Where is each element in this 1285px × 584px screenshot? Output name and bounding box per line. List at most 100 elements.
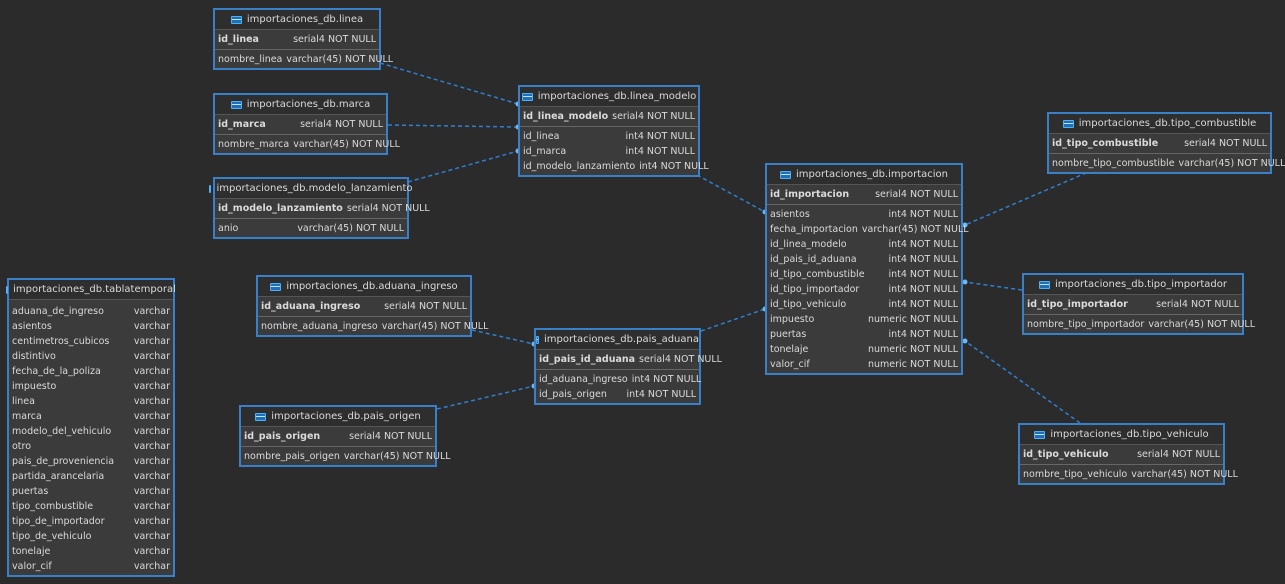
relation-linea-modelo-to-importacion[interactable]	[696, 174, 766, 213]
table-header[interactable]: importaciones_db.pais_aduana	[536, 330, 699, 350]
relation-tipo-combustible-to-importacion[interactable]	[964, 169, 1094, 226]
table-header[interactable]: importaciones_db.tipo_combustible	[1049, 114, 1270, 134]
field-type: varchar	[133, 381, 170, 392]
table-tablatemporal[interactable]: importaciones_db.tablatemporal aduana_de_…	[6, 278, 176, 577]
table-header[interactable]: importaciones_db.pais_origen	[241, 407, 435, 427]
field-name: asientos	[12, 321, 52, 332]
field-type: int4 NOT NULL	[625, 146, 695, 157]
table-modelo-lanzamiento[interactable]: importaciones_db.modelo_lanzamiento id_mo…	[209, 177, 430, 239]
field-name: id_linea_modelo	[770, 239, 847, 250]
table-header[interactable]: importaciones_db.aduana_ingreso	[258, 277, 470, 297]
table-aduana-ingreso[interactable]: importaciones_db.aduana_ingreso id_aduana…	[256, 275, 488, 337]
table-pais-aduana[interactable]: importaciones_db.pais_aduana id_pais_id_a…	[534, 328, 722, 405]
table-header[interactable]: importaciones_db.marca	[215, 95, 386, 115]
table-title: importaciones_db.marca	[246, 99, 371, 110]
relation-linea-to-linea-modelo[interactable]	[379, 62, 519, 105]
table-tipo-combustible[interactable]: importaciones_db.tipo_combustible id_tipo…	[1047, 112, 1285, 174]
table-header[interactable]: importaciones_db.importacion	[767, 165, 961, 185]
table-importacion[interactable]: importaciones_db.importacion id_importaci…	[765, 163, 969, 375]
relation-pais-aduana-to-importacion[interactable]	[700, 308, 766, 332]
relation-pais-origen-to-pais-aduana[interactable]	[436, 385, 535, 410]
table-header[interactable]: importaciones_db.linea_modelo	[520, 87, 698, 107]
relation-modelo-lanzamiento-to-linea-modelo[interactable]	[407, 150, 519, 183]
table-tipo-importador[interactable]: importaciones_db.tipo_importador id_tipo_…	[1022, 273, 1255, 335]
table-linea-modelo[interactable]: importaciones_db.linea_modelo id_linea_mo…	[518, 85, 709, 177]
field-type: serial4 NOT NULL	[300, 119, 383, 130]
field-name: id_tipo_combustible	[770, 269, 865, 280]
table-title: importaciones_db.aduana_ingreso	[286, 281, 458, 292]
relation-marca-to-linea-modelo[interactable]	[387, 124, 519, 128]
relation-tipo-vehiculo-to-importacion[interactable]	[964, 340, 1081, 424]
table-header[interactable]: importaciones_db.tipo_vehiculo	[1020, 425, 1223, 445]
table-pais-origen[interactable]: importaciones_db.pais_origen id_pais_orig…	[239, 405, 451, 467]
table-header[interactable]: importaciones_db.tablatemporal	[6, 280, 176, 300]
field-type: int4 NOT NULL	[625, 131, 695, 142]
table-header[interactable]: importaciones_db.modelo_lanzamiento	[209, 179, 413, 199]
table-tipo-vehiculo[interactable]: importaciones_db.tipo_vehiculo id_tipo_ve…	[1018, 423, 1238, 485]
table-header[interactable]: importaciones_db.linea	[215, 10, 379, 30]
table-header[interactable]: importaciones_db.tipo_importador	[1024, 275, 1242, 295]
table-icon	[1038, 280, 1050, 289]
relation-tipo-importador-to-importacion[interactable]	[964, 281, 1023, 291]
field-name: id_pais_id_aduana	[539, 354, 636, 365]
